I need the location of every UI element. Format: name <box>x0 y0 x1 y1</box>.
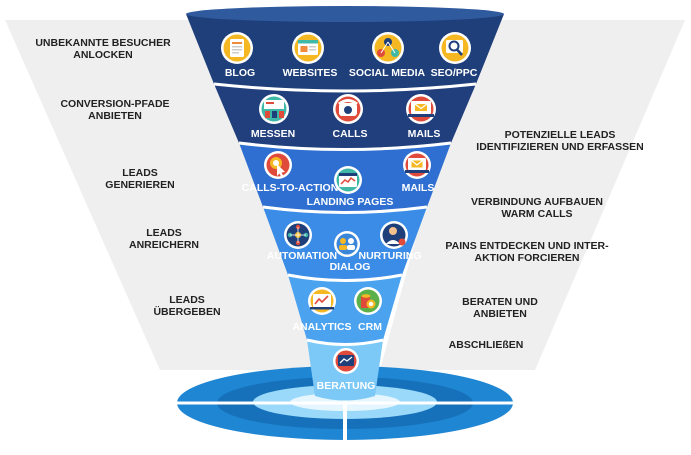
funnel-rim <box>186 6 504 22</box>
funnel-item-label: CALLS <box>333 128 368 140</box>
right-label-line: IDENTIFIZIEREN UND ERFASSEN <box>476 141 643 153</box>
right-label-line: AKTION FORCIEREN <box>475 252 580 264</box>
nurturing-person-icon <box>380 221 408 249</box>
funnel-layer-1 <box>186 14 504 91</box>
phone-icon <box>333 94 363 124</box>
funnel-item-label: MESSEN <box>251 128 295 140</box>
left-label-line: ANBIETEN <box>88 110 142 122</box>
right-label-line: ANBIETEN <box>473 308 527 320</box>
crm-coins-icon <box>354 287 382 315</box>
funnel-item-blog: BLOG <box>221 32 255 79</box>
left-label-line: ANREICHERN <box>129 239 199 251</box>
funnel-item-label: LANDING PAGES <box>307 196 394 208</box>
funnel-item-label: WEBSITES <box>283 67 338 79</box>
left-label-line: CONVERSION-PFADE <box>60 98 169 110</box>
funnel-item-social-media: SOCIAL MEDIA <box>349 32 426 79</box>
funnel-item-label: ANALYTICS <box>292 321 351 333</box>
funnel-item-nurturing: NURTURING <box>359 221 422 262</box>
funnel-item-label: NURTURING <box>359 250 422 262</box>
landing-page-icon <box>334 166 362 194</box>
funnel-item-label: BLOG <box>225 67 255 79</box>
left-panel <box>5 20 320 370</box>
left-label-line: GENERIEREN <box>105 179 174 191</box>
consulting-chart-icon <box>333 348 359 374</box>
funnel-item-analytics: ANALYTICS <box>292 287 352 333</box>
right-label-line: VERBINDUNG AUFBAUEN <box>471 196 603 208</box>
funnel-item-label: DIALOG <box>330 261 371 273</box>
trade-fair-icon <box>259 94 289 124</box>
right-label: PAINS ENTDECKEN UND INTER-AKTION FORCIER… <box>445 240 609 264</box>
funnel-item-label: CRM <box>358 321 382 333</box>
left-label-line: LEADS <box>169 294 205 306</box>
funnel-item-label: MAILS <box>402 182 435 194</box>
blog-document-icon <box>221 32 253 64</box>
left-label-line: LEADS <box>122 167 158 179</box>
right-label-line: BERATEN UND <box>462 296 538 308</box>
right-label-line: POTENZIELLE LEADS <box>505 129 616 141</box>
funnel-item-calls: CALLS <box>333 94 368 140</box>
funnel-item-dialog: DIALOG <box>330 231 371 273</box>
funnel-item-automation: AUTOMATION <box>267 221 337 262</box>
right-label: ABSCHLIEßEN <box>449 339 524 351</box>
funnel-item-mails-2: MAILS <box>402 151 435 194</box>
layer-separator <box>213 82 477 93</box>
layer-separator <box>238 141 452 151</box>
funnel-item-label: AUTOMATION <box>267 250 337 262</box>
funnel-item-seo-ppc: SEO/PPC <box>431 32 478 79</box>
left-label-line: ANLOCKEN <box>73 49 133 61</box>
left-label-line: LEADS <box>146 227 182 239</box>
funnel-item-label: MAILS <box>408 128 441 140</box>
analytics-chart-icon <box>308 287 336 315</box>
funnel-item-label: BERATUNG <box>317 380 376 392</box>
funnel-item-landing-pages: LANDING PAGES <box>307 166 394 208</box>
mail-laptop-icon <box>403 151 431 179</box>
layer-separator <box>262 205 428 214</box>
funnel-item-crm: CRM <box>354 287 382 333</box>
click-cursor-icon <box>264 151 292 179</box>
funnel-item-calls-to-action: CALLS-TO-ACTION <box>242 151 339 194</box>
social-network-icon <box>372 32 404 64</box>
funnel-item-beratung: BERATUNG <box>317 348 376 392</box>
left-label-line: ÜBERGEBEN <box>153 305 220 318</box>
right-label-line: WARM CALLS <box>501 208 572 220</box>
left-label-line: UNBEKANNTE BESUCHER <box>35 37 171 49</box>
seo-magnifier-icon <box>439 32 471 64</box>
automation-network-icon <box>284 221 312 249</box>
layer-separator <box>306 338 384 346</box>
funnel-item-mails: MAILS <box>406 94 440 140</box>
right-label-line: PAINS ENTDECKEN UND INTER- <box>445 240 609 252</box>
funnel-item-websites: WEBSITES <box>283 32 338 79</box>
funnel-item-label: CALLS-TO-ACTION <box>242 182 339 194</box>
funnel-item-label: SEO/PPC <box>431 67 478 79</box>
funnel-item-label: SOCIAL MEDIA <box>349 67 426 79</box>
dialog-people-icon <box>334 231 360 257</box>
mail-laptop-icon <box>406 94 436 124</box>
right-label-line: ABSCHLIEßEN <box>449 339 524 351</box>
layer-separator <box>287 273 403 282</box>
website-browser-icon <box>292 32 324 64</box>
funnel-item-messen: MESSEN <box>251 94 295 140</box>
